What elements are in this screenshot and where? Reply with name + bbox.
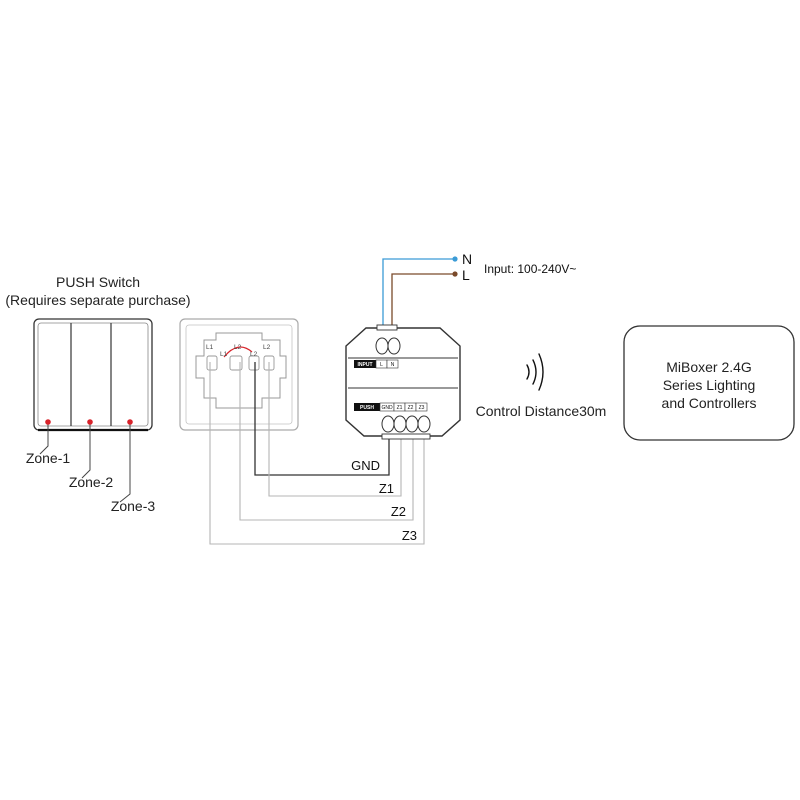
z2-wire xyxy=(239,362,414,521)
input-header: INPUT xyxy=(358,362,373,368)
z3-wire xyxy=(209,362,425,545)
push-switch-title: PUSH Switch xyxy=(56,274,140,290)
link-arc xyxy=(223,346,253,358)
miboxer-line-2: Series Lighting xyxy=(663,377,756,393)
live-terminal-dot xyxy=(452,271,458,277)
z2-wire-label: Z2 xyxy=(391,504,406,519)
push-terminal-gnd: GND xyxy=(381,405,393,411)
n-label: N xyxy=(462,251,472,267)
zone-1-indicator xyxy=(45,419,51,425)
zone-2-label: Zone-2 xyxy=(69,474,114,490)
terminal-label-l2-right: L2 xyxy=(263,344,271,351)
miboxer-controllers-box xyxy=(623,325,795,441)
zone-1-label: Zone-1 xyxy=(26,450,71,466)
terminal-label-l1-top: L1 xyxy=(206,344,214,351)
z1-wire xyxy=(268,362,402,497)
l-label: L xyxy=(462,267,470,283)
push-header: PUSH xyxy=(360,405,374,411)
input-terminal-l: L xyxy=(380,362,383,368)
push-terminal-z3: Z3 xyxy=(419,405,425,411)
input-terminal-n: N xyxy=(391,362,395,368)
z1-wire-label: Z1 xyxy=(379,481,394,496)
live-wire xyxy=(391,273,455,327)
switch-button-3[interactable] xyxy=(112,324,147,425)
zone-wires xyxy=(209,362,425,545)
push-switch-subtitle: (Requires separate purchase) xyxy=(5,292,190,308)
input-voltage-label: Input: 100-240V~ xyxy=(484,262,576,276)
miboxer-line-1: MiBoxer 2.4G xyxy=(666,359,752,375)
miboxer-line-3: and Controllers xyxy=(662,395,757,411)
wall-plate-back xyxy=(179,318,299,431)
push-terminal-z1: Z1 xyxy=(397,405,403,411)
zone-3-label: Zone-3 xyxy=(111,498,156,514)
zone-leaders xyxy=(39,422,131,503)
zone-2-indicator xyxy=(87,419,93,425)
terminal-label-l2-top: L2 xyxy=(234,344,242,351)
neutral-terminal-dot xyxy=(452,256,458,262)
z3-wire-label: Z3 xyxy=(402,528,417,543)
control-distance-label: Control Distance30m xyxy=(476,403,607,419)
push-switch-panel xyxy=(33,318,153,432)
neutral-wire xyxy=(382,258,455,327)
gnd-wire xyxy=(254,362,390,476)
switch-button-2[interactable] xyxy=(72,324,110,425)
terminal-label-l1-mid: L1 xyxy=(220,351,228,358)
gnd-wire-label: GND xyxy=(351,458,380,473)
wireless-signal-icon xyxy=(526,353,544,391)
terminal-label-l2-mid: L2 xyxy=(250,351,258,358)
switch-button-1[interactable] xyxy=(39,324,70,425)
push-terminal-z2: Z2 xyxy=(408,405,414,411)
push-controller-module xyxy=(345,324,461,440)
zone-3-indicator xyxy=(127,419,133,425)
